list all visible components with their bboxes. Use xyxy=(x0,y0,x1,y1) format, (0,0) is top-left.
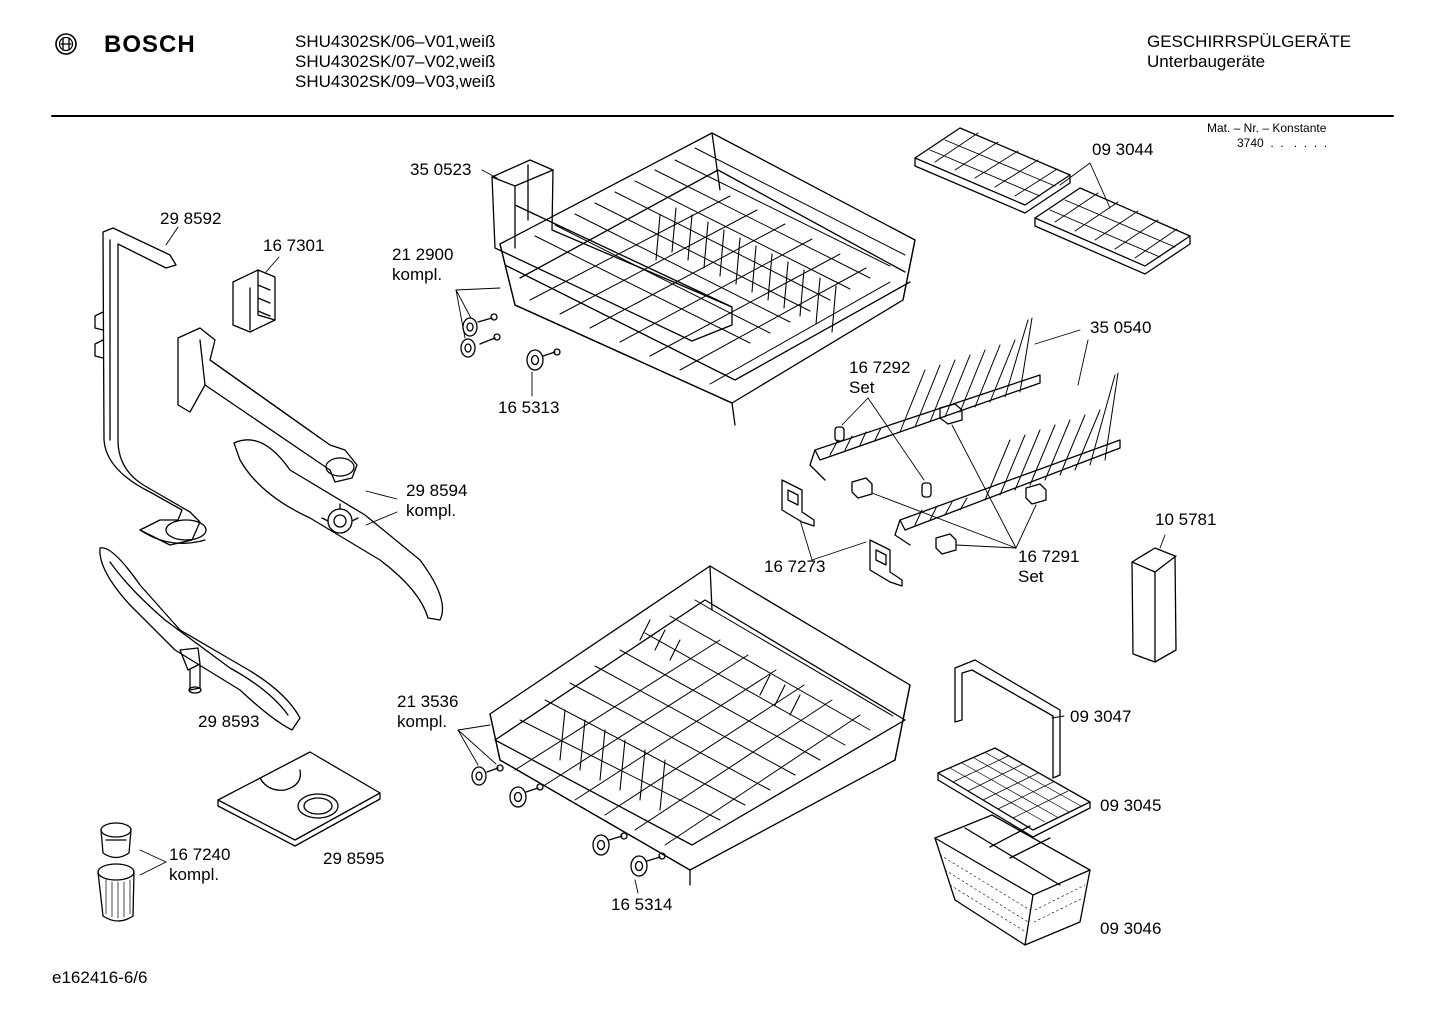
part-label: 16 7301 xyxy=(263,236,325,255)
part-number: 16 7291 xyxy=(1018,547,1080,566)
part-label: 09 3044 xyxy=(1092,140,1154,159)
part-number: 21 2900 xyxy=(392,245,454,264)
part-number: 16 7240 xyxy=(169,845,231,864)
clip-set-icon xyxy=(852,404,1046,554)
part-number: 21 3536 xyxy=(397,692,459,711)
part-label: 16 5314 xyxy=(611,895,673,914)
rack-roller-icon xyxy=(456,288,500,357)
part-note: kompl. xyxy=(392,265,443,284)
pin-set-icon xyxy=(835,398,931,497)
leader-350523 xyxy=(482,170,497,178)
upper-rack-icon xyxy=(482,133,915,425)
water-pipe-icon xyxy=(95,227,206,545)
category-title: GESCHIRRSPÜLGERÄTE xyxy=(1147,32,1352,51)
part-label: 35 0523 xyxy=(410,160,472,179)
upper-spray-arm-icon xyxy=(178,328,443,620)
part-label: 16 7291 Set xyxy=(1018,547,1079,587)
part-label: 29 8595 xyxy=(323,849,385,868)
part-label: 16 5313 xyxy=(498,398,560,417)
lower-rack-roller-icon xyxy=(458,725,543,807)
part-note: kompl. xyxy=(397,712,448,731)
part-label: 16 7240 kompl. xyxy=(169,845,230,885)
model-line-1: SHU4302SK/06–V01,weiß xyxy=(295,32,496,51)
part-label: 10 5781 xyxy=(1155,510,1217,529)
part-label: 16 7273 xyxy=(764,557,826,576)
lower-rack-wheel-icon xyxy=(593,833,665,893)
part-label: 09 3047 xyxy=(1070,707,1132,726)
part-label: 35 0540 xyxy=(1090,318,1152,337)
holder-icon xyxy=(782,480,902,586)
cutlery-insert-icon xyxy=(1132,535,1176,662)
material-number-value: 3740 . . . . . . xyxy=(1237,136,1328,150)
filter-icon xyxy=(98,823,166,921)
subcategory-title: Unterbaugeräte xyxy=(1147,52,1266,71)
lower-rack-icon xyxy=(490,566,910,885)
part-label: 09 3046 xyxy=(1100,919,1162,938)
part-label: 29 8594 kompl. xyxy=(406,481,467,521)
part-label: 16 7292 Set xyxy=(849,358,910,398)
model-line-2: SHU4302SK/07–V02,weiß xyxy=(295,52,496,71)
part-note: Set xyxy=(1018,567,1044,586)
brand-name: BOSCH xyxy=(104,31,196,58)
part-note: kompl. xyxy=(406,501,457,520)
material-number-title: Mat. – Nr. – Konstante xyxy=(1207,121,1327,135)
tine-row-icon xyxy=(810,318,1120,545)
rack-wheel-icon xyxy=(527,349,560,396)
part-number: 16 7292 xyxy=(849,358,911,377)
drawing-number: e162416-6/6 xyxy=(52,968,148,987)
part-note: Set xyxy=(849,378,875,397)
part-label: 09 3045 xyxy=(1100,796,1162,815)
model-line-3: SHU4302SK/09–V03,weiß xyxy=(295,72,496,91)
part-number: 29 8594 xyxy=(406,481,468,500)
part-label: 21 3536 kompl. xyxy=(397,692,458,732)
basket-lid-icon xyxy=(938,748,1090,837)
bosch-logo-icon xyxy=(56,34,76,54)
lower-spray-arm-icon xyxy=(100,548,300,730)
clip-icon xyxy=(233,257,279,332)
filter-plate-icon xyxy=(218,752,380,846)
part-label: 21 2900 kompl. xyxy=(392,245,453,285)
part-note: kompl. xyxy=(169,865,220,884)
part-label: 29 8592 xyxy=(160,209,222,228)
part-label: 29 8593 xyxy=(198,712,260,731)
cutlery-basket-icon xyxy=(935,815,1090,945)
basket-handle-icon xyxy=(955,660,1064,778)
cup-shelf-icon xyxy=(915,128,1190,274)
